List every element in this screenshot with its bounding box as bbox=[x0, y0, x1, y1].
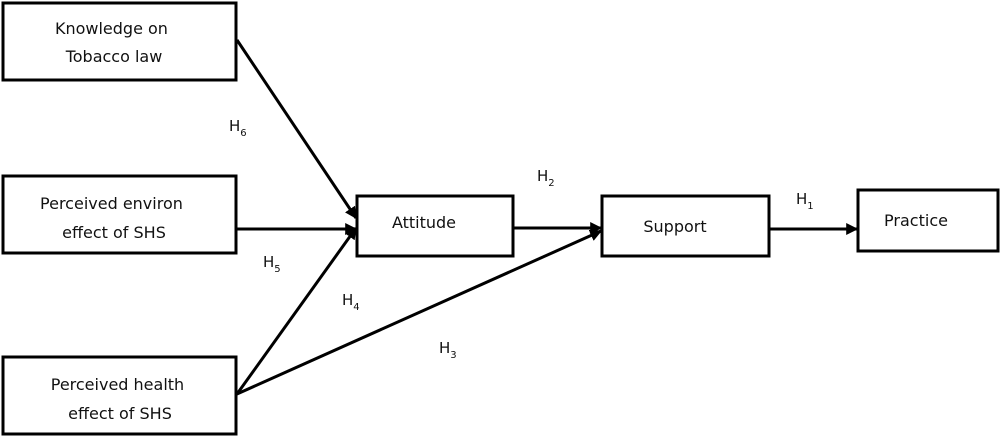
node-knowledge: Knowledge on Tobacco law bbox=[1, 1, 238, 82]
hypothesis-h3-number: 3 bbox=[450, 350, 456, 361]
hypothesis-h2-number: 2 bbox=[548, 178, 554, 189]
hypothesis-h4-letter: H bbox=[342, 291, 353, 309]
node-attitude-label: Attitude bbox=[392, 213, 456, 232]
hypothesis-h5-letter: H bbox=[263, 253, 274, 271]
node-health-line-2: effect of SHS bbox=[68, 404, 172, 423]
edge-health-to-attitude bbox=[235, 227, 358, 395]
hypothesis-h2-letter: H bbox=[537, 167, 548, 185]
node-knowledge-line-1: Knowledge on bbox=[55, 19, 168, 38]
edge-knowledge-to-attitude bbox=[235, 39, 358, 219]
hypothesis-h4: H4 bbox=[342, 291, 360, 313]
hypothesis-h1: H1 bbox=[796, 190, 814, 212]
node-knowledge-line-2: Tobacco law bbox=[65, 47, 163, 66]
svg-text:Perceived health effect: Perceived health effect of SHS bbox=[51, 375, 190, 423]
svg-text:Perceived environ effect: Perceived environ effect of SHS bbox=[40, 194, 188, 242]
hypothesis-h6: H6 bbox=[229, 117, 247, 139]
node-attitude: Attitude bbox=[355, 194, 515, 258]
edge-health-to-support bbox=[236, 229, 603, 396]
hypothesis-h4-number: 4 bbox=[353, 302, 359, 313]
hypothesis-h2: H2 bbox=[537, 167, 555, 189]
hypothesis-h5-number: 5 bbox=[274, 264, 280, 275]
hypothesis-h1-letter: H bbox=[796, 190, 807, 208]
hypothesis-h6-letter: H bbox=[229, 117, 240, 135]
hypothesis-h3: H3 bbox=[439, 339, 457, 361]
node-environ-line-2: effect of SHS bbox=[62, 223, 166, 242]
hypothesis-h3-letter: H bbox=[439, 339, 450, 357]
node-practice-label: Practice bbox=[884, 211, 948, 230]
node-health-line-1: Perceived health bbox=[51, 375, 184, 394]
node-practice: Practice bbox=[856, 188, 1000, 253]
hypothesis-h5: H5 bbox=[263, 253, 281, 275]
node-environ: Perceived environ effect of SHS bbox=[1, 174, 238, 255]
node-environ-line-1: Perceived environ bbox=[40, 194, 183, 213]
node-support: Support bbox=[600, 194, 771, 258]
svg-text:Knowledge on Tobacco law: Knowledge on Tobacco law bbox=[55, 19, 173, 66]
node-support-label: Support bbox=[643, 217, 706, 236]
node-health: Perceived health effect of SHS bbox=[1, 355, 238, 436]
hypothesis-h6-number: 6 bbox=[240, 128, 246, 139]
hypothesis-h1-number: 1 bbox=[807, 201, 813, 212]
